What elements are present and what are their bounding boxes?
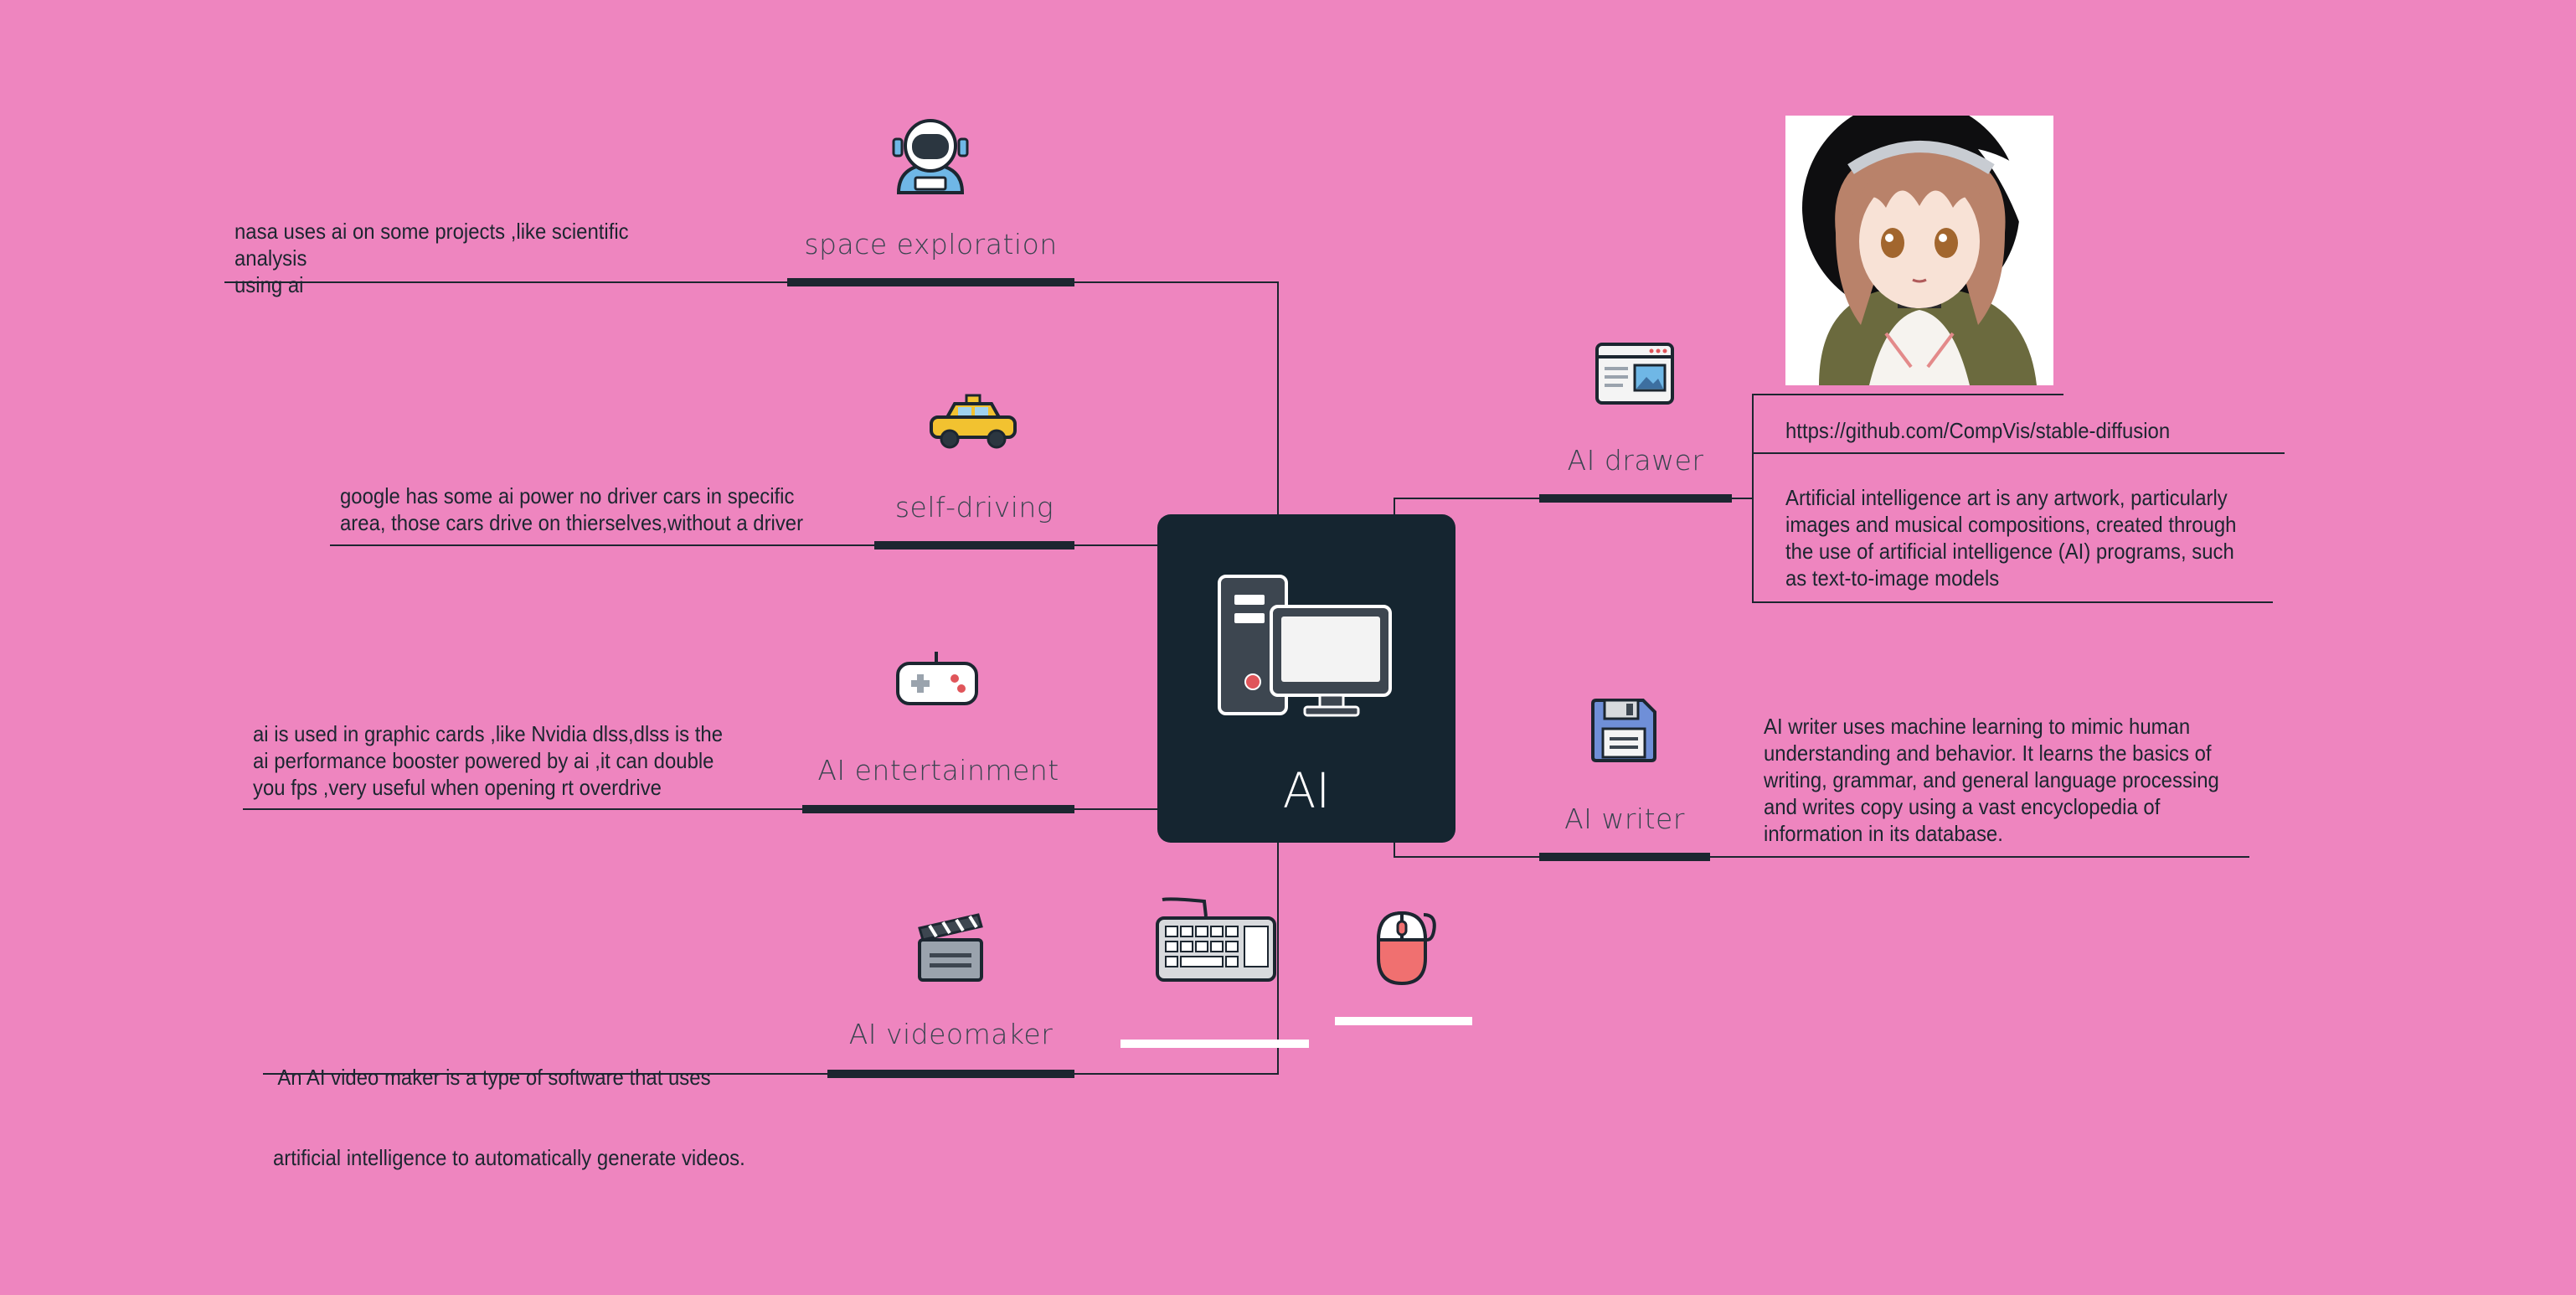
topic-ai-videomaker[interactable]: AI videomaker	[848, 1018, 1054, 1050]
note-line: google has some ai power no driver cars …	[340, 483, 795, 508]
drawer-bracket	[1752, 394, 1754, 603]
topic-bar-selfdriving	[874, 541, 1074, 549]
branch-line-selfdriving	[330, 544, 1157, 546]
gamepad-icon	[896, 652, 978, 705]
note-line: ai is used in graphic cards ,like Nvidia…	[253, 721, 724, 746]
desktop-computer-icon	[1218, 575, 1392, 717]
mouse-underline	[1335, 1017, 1472, 1025]
topic-bar-videomaker	[827, 1070, 1074, 1078]
note-ai-drawer: Artificial intelligence art is any artwo…	[1785, 484, 2279, 591]
branch-line-drawer	[1394, 498, 1539, 499]
note-ai-writer: AI writer uses machine learning to mimic…	[1764, 713, 2241, 847]
branch-line-drawer-ext	[1732, 498, 1752, 499]
floppy-disk-icon	[1591, 699, 1656, 762]
note-line: AI writer uses machine learning to mimic…	[1764, 714, 2191, 739]
topic-ai-writer[interactable]: AI writer	[1564, 802, 1685, 835]
taxi-icon	[930, 394, 1017, 449]
note-line: you fps ,very useful when opening rt ove…	[253, 775, 662, 800]
note-line: ai performance booster powered by ai ,it…	[253, 748, 714, 773]
note-line: and writes copy using a vast encyclopedi…	[1764, 794, 2161, 819]
note-line: writing, grammar, and general language p…	[1764, 767, 2219, 792]
anime-girl-illustration	[1785, 116, 2053, 385]
note-line: understanding and behavior. It learns th…	[1764, 740, 2212, 766]
topic-space-exploration[interactable]: space exploration	[804, 228, 1058, 261]
topic-bar-writer	[1539, 853, 1710, 861]
note-ai-entertainment: ai is used in graphic cards ,like Nvidia…	[253, 720, 746, 801]
note-line: images and musical compositions, created…	[1785, 512, 2237, 537]
note-line: nasa uses ai on some projects ,like scie…	[234, 219, 629, 271]
branch-line-space	[224, 281, 1279, 283]
drawer-note-bottom	[1752, 601, 2273, 603]
central-node[interactable]: AI	[1157, 514, 1455, 843]
drawer-link-top	[1752, 394, 2063, 395]
note-line: An AI video maker is a type of software …	[273, 1065, 711, 1090]
keyboard-underline	[1121, 1040, 1309, 1048]
note-line: information in its database.	[1764, 821, 2003, 846]
keyboard-icon	[1156, 897, 1276, 982]
note-line: artificial intelligence to automatically…	[273, 1145, 745, 1170]
mouse-icon	[1376, 911, 1436, 986]
topic-self-driving[interactable]: self-driving	[894, 491, 1054, 524]
branch-line-writer	[1394, 856, 1539, 858]
branch-line-entertainment	[243, 808, 1157, 810]
note-space-exploration: nasa uses ai on some projects ,like scie…	[234, 218, 697, 298]
branch-line-writer-ext	[1710, 856, 2249, 858]
note-line: the use of artificial intelligence (AI) …	[1785, 539, 2234, 564]
astronaut-icon	[892, 119, 969, 194]
note-line: as text-to-image models	[1785, 565, 2000, 591]
clapperboard-icon	[918, 913, 983, 982]
note-line: Artificial intelligence art is any artwo…	[1785, 485, 2228, 510]
note-ai-videomaker: An AI video maker is a type of software …	[273, 1010, 766, 1198]
topic-bar-space	[787, 278, 1074, 286]
central-label: AI	[1282, 762, 1331, 819]
drawer-link[interactable]: https://github.com/CompVis/stable-diffus…	[1785, 418, 2171, 443]
branch-line-videomaker	[263, 1073, 1279, 1075]
note-self-driving: google has some ai power no driver cars …	[340, 482, 833, 536]
topic-bar-entertainment	[802, 805, 1074, 813]
drawer-link-bottom	[1752, 452, 2285, 454]
note-line: area, those cars drive on thierselves,wi…	[340, 510, 804, 535]
topic-bar-drawer	[1539, 494, 1732, 503]
topic-ai-drawer[interactable]: AI drawer	[1567, 444, 1704, 477]
image-window-icon	[1595, 343, 1674, 405]
note-line: using ai	[234, 272, 304, 297]
topic-ai-entertainment[interactable]: AI entertainment	[817, 754, 1059, 787]
